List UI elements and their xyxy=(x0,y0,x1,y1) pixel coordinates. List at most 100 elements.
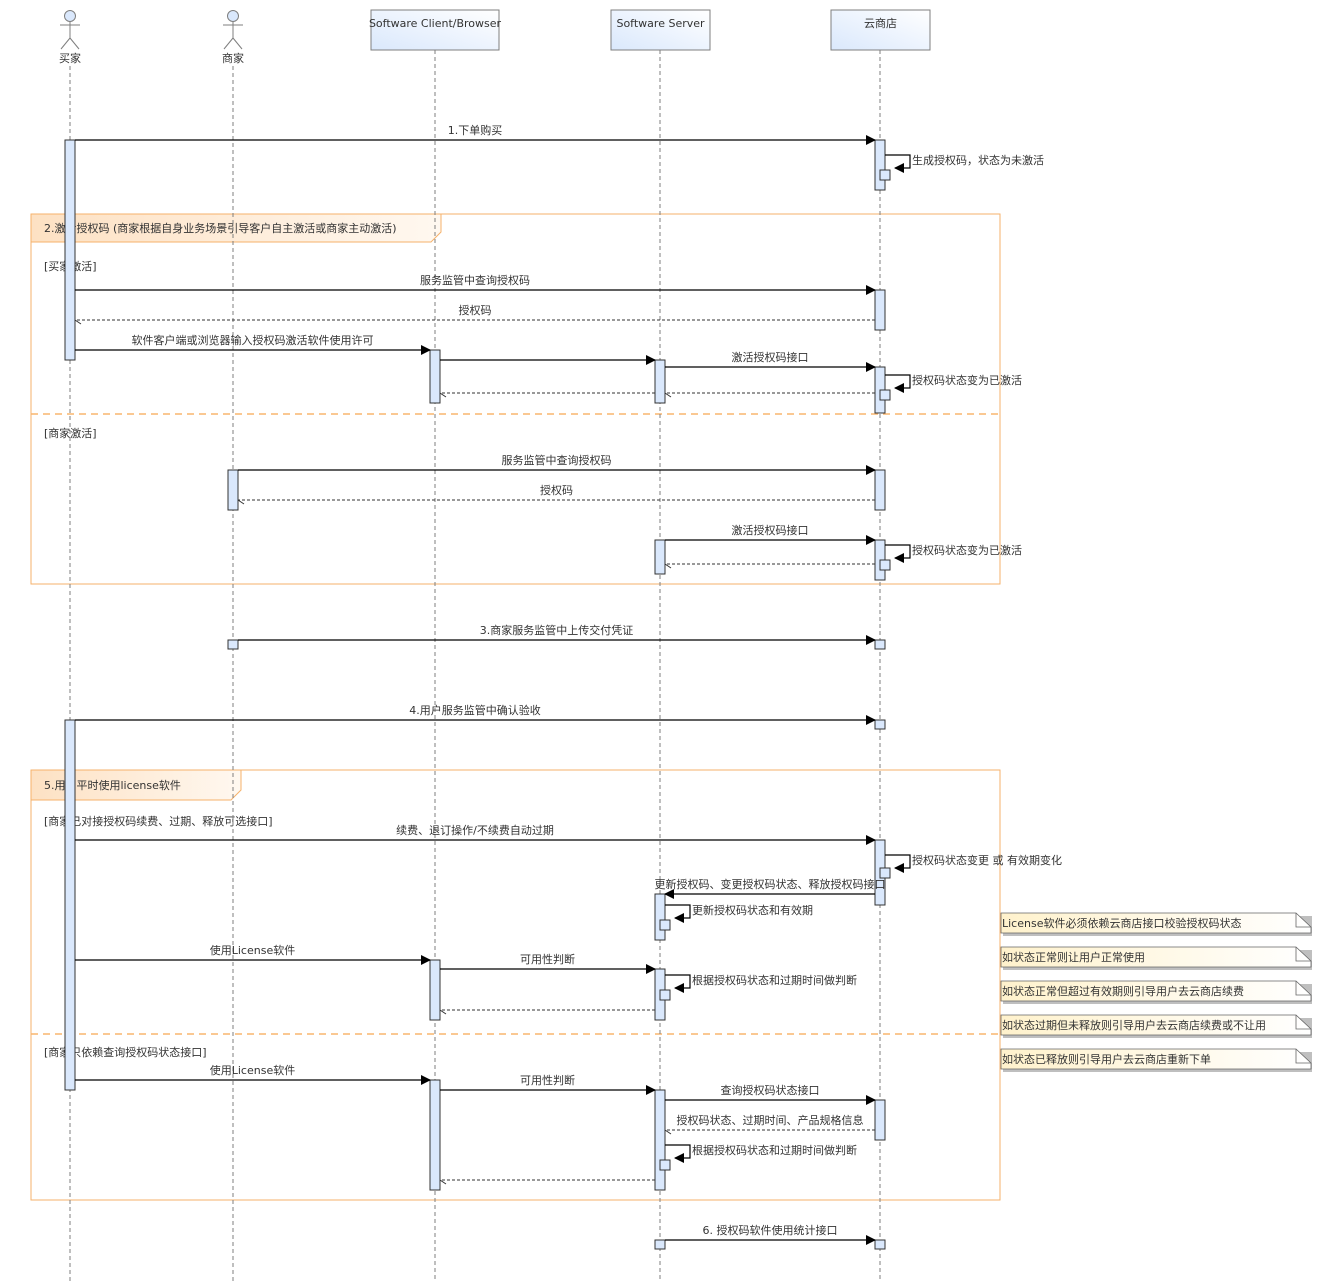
participant-store[interactable]: 云商店 xyxy=(830,9,931,51)
message-label: 6. 授权码软件使用统计接口 xyxy=(703,1223,838,1237)
message-m2b[interactable]: 授权码 xyxy=(74,303,875,325)
self-activation-bar xyxy=(879,867,891,879)
arrowhead-open xyxy=(74,316,82,325)
message-label: 更新授权码、变更授权码状态、释放授权码接口 xyxy=(655,877,886,891)
message-m1[interactable]: 1.下单购买 xyxy=(75,123,876,145)
message-m6h[interactable] xyxy=(439,1006,655,1015)
arrowhead-open xyxy=(439,1006,447,1015)
message-m3c[interactable]: 激活授权码接口 xyxy=(665,523,876,545)
activation-bar xyxy=(874,469,886,511)
activation-bar xyxy=(654,539,666,575)
activation-bar xyxy=(874,639,886,650)
message-m7f[interactable] xyxy=(439,1176,655,1185)
actor-icon xyxy=(227,10,239,22)
message-label: 查询授权码状态接口 xyxy=(721,1083,820,1097)
activation-bar xyxy=(654,359,666,404)
message-m6b[interactable]: 授权码状态变更 或 有效期变化 xyxy=(885,853,1062,873)
message-m3a[interactable]: 服务监管中查询授权码 xyxy=(238,453,876,475)
participant-server[interactable]: Software Server xyxy=(610,9,711,51)
message-m6g[interactable]: 根据授权码状态和过期时间做判断 xyxy=(665,973,857,993)
message-m3d[interactable]: 授权码状态变为已激活 xyxy=(885,543,1022,563)
message-label: 使用License软件 xyxy=(210,1063,295,1077)
message-m6c[interactable]: 更新授权码、变更授权码状态、释放授权码接口 xyxy=(655,877,886,899)
self-activation-bar xyxy=(879,169,891,181)
note-text: License软件必须依赖云商店接口校验授权码状态 xyxy=(1002,916,1241,930)
activation-bar xyxy=(654,893,666,941)
message-label: 生成授权码，状态为未激活 xyxy=(912,153,1044,167)
arrowhead-open xyxy=(439,1176,447,1185)
message-m8[interactable]: 6. 授权码软件使用统计接口 xyxy=(665,1223,876,1245)
message-m2e[interactable]: 激活授权码接口 xyxy=(665,350,876,372)
note-fold xyxy=(1295,981,1311,996)
self-activation-bar xyxy=(879,559,891,571)
message-m6d[interactable]: 更新授权码状态和有效期 xyxy=(665,903,813,923)
message-m7d[interactable]: 授权码状态、过期时间、产品规格信息 xyxy=(664,1113,875,1135)
message-label: 3.商家服务监管中上传交付凭证 xyxy=(480,623,634,637)
arrowhead-open xyxy=(439,389,447,398)
fragment-f5: 5.用户平时使用license软件[商家已对接授权码续费、过期、释放可选接口][… xyxy=(30,769,1001,1201)
note-fold xyxy=(1295,1015,1311,1030)
message-label: 授权码状态变为已激活 xyxy=(912,543,1022,557)
note-fold xyxy=(1295,1049,1311,1064)
participant-client[interactable]: Software Client/Browser xyxy=(369,9,502,51)
note: 如状态正常但超过有效期则引导用户去云商店续费 xyxy=(1000,980,1312,1004)
message-m6f[interactable]: 可用性判断 xyxy=(440,952,656,974)
message-m2g[interactable] xyxy=(664,389,875,398)
fragment-title-tab xyxy=(30,213,442,243)
fragment-frame xyxy=(30,213,1001,585)
message-label: 根据授权码状态和过期时间做判断 xyxy=(692,1143,857,1157)
note-box xyxy=(1000,1014,1312,1036)
note-text: 如状态过期但未释放则引导用户去云商店续费或不让用 xyxy=(1002,1018,1266,1032)
activation-bar xyxy=(429,349,441,404)
self-message-arrow xyxy=(665,974,691,993)
activation-bar xyxy=(429,959,441,1021)
message-m3e[interactable] xyxy=(664,560,875,569)
fragment-guard: [商家只依赖查询授权码状态接口] xyxy=(44,1045,207,1059)
message-label: 激活授权码接口 xyxy=(732,350,809,364)
participant-merchant[interactable]: 商家 xyxy=(222,10,244,66)
activation-bar xyxy=(227,469,239,511)
self-activation-bar xyxy=(879,389,891,401)
participant-buyer[interactable]: 买家 xyxy=(59,10,81,66)
message-label: 软件客户端或浏览器输入授权码激活软件使用许可 xyxy=(132,333,374,347)
message-m2f[interactable]: 授权码状态变为已激活 xyxy=(885,373,1022,393)
activation-bar xyxy=(227,639,239,650)
message-m7e[interactable]: 根据授权码状态和过期时间做判断 xyxy=(665,1143,857,1163)
message-m2a[interactable]: 服务监管中查询授权码 xyxy=(75,273,876,295)
message-label: 使用License软件 xyxy=(210,943,295,957)
message-m7a[interactable]: 使用License软件 xyxy=(75,1063,431,1085)
message-m7c[interactable]: 查询授权码状态接口 xyxy=(665,1083,876,1105)
message-m5[interactable]: 4.用户服务监管中确认验收 xyxy=(75,703,876,725)
message-label: 更新授权码状态和有效期 xyxy=(692,903,813,917)
message-label: 可用性判断 xyxy=(520,952,575,966)
message-label: 可用性判断 xyxy=(520,1073,575,1087)
note: 如状态过期但未释放则引导用户去云商店续费或不让用 xyxy=(1000,1014,1312,1038)
self-message-arrow xyxy=(885,544,911,563)
message-label: 授权码 xyxy=(540,483,573,497)
activation-bar xyxy=(64,719,76,1091)
note-fold xyxy=(1295,947,1311,962)
arrowhead-open xyxy=(664,560,672,569)
message-m6e[interactable]: 使用License软件 xyxy=(75,943,431,965)
message-label: 授权码状态变为已激活 xyxy=(912,373,1022,387)
message-label: 激活授权码接口 xyxy=(732,523,809,537)
message-label: 授权码状态变更 或 有效期变化 xyxy=(912,853,1062,867)
message-m6a[interactable]: 续费、退订操作/不续费自动过期 xyxy=(75,823,876,845)
message-m2h[interactable] xyxy=(439,389,655,398)
message-m2c[interactable]: 软件客户端或浏览器输入授权码激活软件使用许可 xyxy=(75,333,431,355)
message-m3b[interactable]: 授权码 xyxy=(237,483,875,505)
participant-box xyxy=(370,9,500,51)
self-activation-bar xyxy=(659,1159,671,1171)
message-label: 4.用户服务监管中确认验收 xyxy=(409,703,541,717)
self-activation-bar xyxy=(659,919,671,931)
note-box xyxy=(1000,980,1312,1002)
message-m1s[interactable]: 生成授权码，状态为未激活 xyxy=(885,153,1044,173)
arrowhead-open xyxy=(664,389,672,398)
message-m4[interactable]: 3.商家服务监管中上传交付凭证 xyxy=(238,623,876,645)
message-label: 1.下单购买 xyxy=(448,123,503,137)
self-message-arrow xyxy=(885,854,911,873)
note-text: 如状态正常但超过有效期则引导用户去云商店续费 xyxy=(1002,984,1244,998)
note: License软件必须依赖云商店接口校验授权码状态 xyxy=(1000,912,1312,936)
message-m7b[interactable]: 可用性判断 xyxy=(440,1073,656,1095)
